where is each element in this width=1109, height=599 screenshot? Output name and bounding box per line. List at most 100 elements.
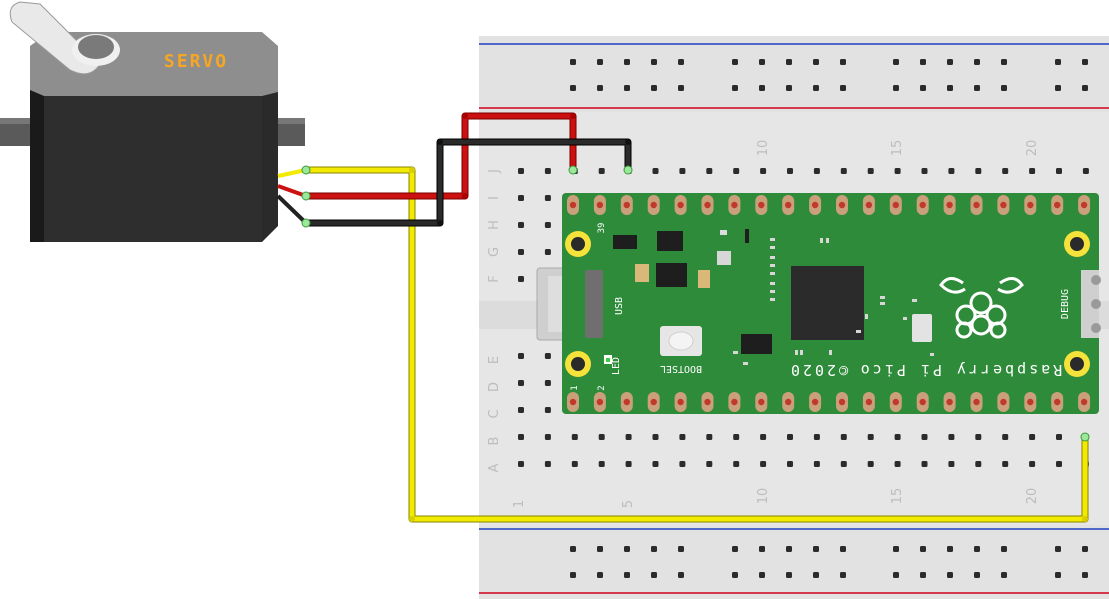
breadboard-hole [1056, 461, 1062, 467]
rail-hole [893, 572, 899, 578]
rail-hole [570, 572, 576, 578]
flash-chip [741, 334, 772, 354]
rail-hole [624, 546, 630, 552]
breadboard-hole [598, 461, 605, 467]
wires [301, 112, 1090, 523]
breadboard-hole [652, 434, 659, 440]
pico-pin-hole [919, 398, 926, 406]
pico-pin-hole [623, 201, 630, 209]
breadboard-hole [840, 461, 847, 467]
column-label-bottom-5: 5 [621, 500, 636, 508]
breadboard-hole [598, 168, 605, 174]
rail-hole [786, 59, 792, 65]
breadboard-hole [975, 461, 982, 467]
breadboard-hole [948, 168, 955, 174]
breadboard-hole [867, 168, 874, 174]
breadboard-hole [760, 168, 767, 174]
rail-hole [840, 572, 846, 578]
breadboard-hole [544, 249, 551, 255]
column-label-top-10: 10 [756, 140, 771, 157]
pico-pin-hole [892, 201, 899, 209]
pico-pin-hole [1054, 201, 1061, 209]
breadboard-hole [894, 461, 901, 467]
rail-hole [1082, 572, 1088, 578]
servo-signal-lead [277, 168, 307, 178]
rail-hole [974, 85, 980, 91]
breadboard-hole [518, 249, 524, 255]
pico-pin-hole [1027, 201, 1034, 209]
pin-number-39: 39 [597, 223, 607, 234]
row-label-h: H [487, 220, 502, 230]
breadboard-hole [813, 434, 820, 440]
pico-pin-hole [677, 201, 684, 209]
rail-hole [893, 85, 899, 91]
pin-number-2: 2 [597, 385, 607, 390]
breadboard-hole [1029, 461, 1036, 467]
pico-pin-hole [946, 398, 953, 406]
rail-hole [1055, 85, 1061, 91]
pico-pin-hole [973, 398, 980, 406]
breadboard-hole [544, 353, 551, 359]
rail-hole [1082, 59, 1088, 65]
breadboard-hole [813, 168, 820, 174]
debug-label: DEBUG [1060, 289, 1071, 319]
rail-hole [893, 546, 899, 552]
rail-hole [570, 59, 576, 65]
chip-regulator [613, 235, 637, 249]
rail-hole [840, 85, 846, 91]
rail-hole [678, 546, 684, 552]
breadboard-hole [544, 461, 551, 467]
row-label-c: C [487, 409, 502, 418]
pico-pin-hole [569, 398, 577, 406]
breadboard-hole [652, 461, 659, 467]
column-label-bottom-20: 20 [1025, 488, 1040, 505]
rail-hole [759, 59, 765, 65]
rail-hole [947, 546, 953, 552]
rail-hole [974, 59, 980, 65]
breadboard-hole [1082, 168, 1089, 174]
pico-pin-hole [919, 201, 926, 209]
rail-hole [678, 59, 684, 65]
breadboard-hole [679, 168, 686, 174]
rail-hole [1055, 546, 1061, 552]
pico-year-label: ©2020 [788, 361, 848, 379]
breadboard-hole [544, 168, 551, 174]
breadboard-hole [787, 168, 793, 174]
breadboard-hole [921, 461, 928, 467]
pico-pin-hole [1000, 201, 1007, 209]
breadboard-hole [571, 434, 578, 440]
breadboard-hole [706, 168, 713, 174]
capacitor-2 [698, 270, 710, 288]
breadboard-hole [1002, 434, 1009, 440]
column-label-bottom-1: 1 [512, 500, 527, 508]
row-label-g: G [487, 247, 502, 257]
rail-hole [732, 59, 738, 65]
pico-pin-hole [785, 398, 792, 406]
led-label: LED [611, 357, 622, 375]
column-label-top-20: 20 [1025, 140, 1040, 157]
row-label-b: B [487, 437, 502, 446]
breadboard-hole [1029, 434, 1036, 440]
servo-ground-lead [276, 194, 308, 225]
breadboard-hole [948, 434, 955, 440]
breadboard-hole [518, 407, 524, 413]
breadboard-hole [518, 380, 524, 386]
pico-pin-hole [596, 201, 604, 209]
capacitor-1 [635, 264, 649, 282]
rail-hole [974, 572, 980, 578]
rail-hole [759, 546, 765, 552]
rail-hole [813, 572, 819, 578]
breadboard-hole [1056, 168, 1062, 174]
breadboard-hole [571, 461, 578, 467]
rail-hole [759, 572, 765, 578]
rail-hole [920, 572, 926, 578]
breadboard-hole [760, 461, 767, 467]
chip-inductor [656, 263, 687, 287]
breadboard-hole [921, 434, 928, 440]
rail-hole [840, 546, 846, 552]
breadboard-hole [867, 434, 874, 440]
servo-motor: SERVO [0, 1, 308, 242]
breadboard-hole [518, 195, 524, 201]
pico-pin-hole [892, 398, 899, 406]
rail-hole [947, 572, 953, 578]
